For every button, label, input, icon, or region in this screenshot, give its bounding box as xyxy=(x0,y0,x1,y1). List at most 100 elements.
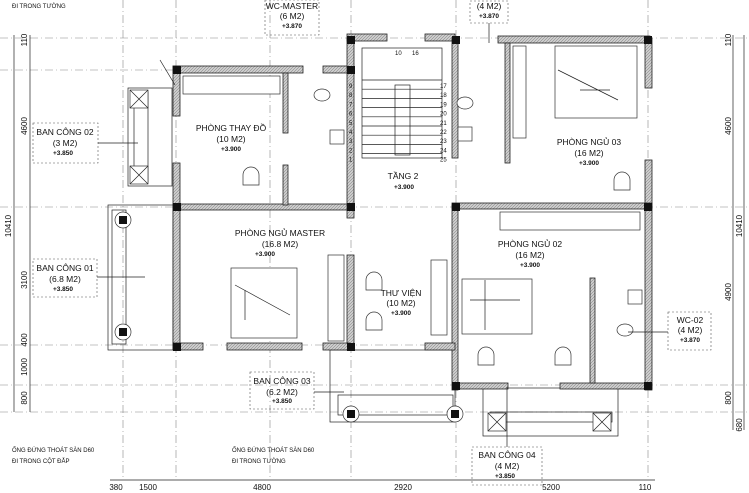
svg-text:(6.8 M2): (6.8 M2) xyxy=(49,274,81,284)
label-ban-cong-02: BAN CÔNG 02 (3 M2) +3.850 xyxy=(36,127,93,157)
svg-text:ĐI TRONG CỘT ĐẮP: ĐI TRONG CỘT ĐẮP xyxy=(12,457,69,465)
stair-step-number: 23 xyxy=(440,139,447,145)
dimension-lines xyxy=(13,35,745,481)
stair-step-number: 3 xyxy=(349,139,353,145)
annotation-boxes xyxy=(32,0,712,486)
stair-label: 16 xyxy=(412,51,419,57)
label-ban-cong-03: BAN CÔNG 03 (6.2 M2) +3.850 xyxy=(253,376,310,405)
label-ban-cong-04: BAN CÔNG 04 (4 M2) +3.850 xyxy=(478,450,535,480)
svg-text:ỐNG ĐỨNG THOÁT SÀN D60: ỐNG ĐỨNG THOÁT SÀN D60 xyxy=(232,447,315,454)
top-note: ĐI TRONG TƯỜNG xyxy=(12,3,66,10)
stair-step-number: 5 xyxy=(349,121,353,127)
stair-step-number: 22 xyxy=(440,130,447,136)
svg-text:+3.900: +3.900 xyxy=(221,146,241,153)
svg-text:680: 680 xyxy=(735,418,744,432)
balcony-outlines xyxy=(107,87,619,437)
label-phong-ngu-03: PHÒNG NGỦ 03 (16 M2) +3.900 xyxy=(557,136,622,167)
svg-text:(16 M2): (16 M2) xyxy=(515,250,544,260)
svg-text:(10 M2): (10 M2) xyxy=(216,134,245,144)
svg-text:(16 M2): (16 M2) xyxy=(574,148,603,158)
svg-text:400: 400 xyxy=(20,333,29,347)
dimensions-left: 110 4600 10410 3100 400 1000 800 xyxy=(4,33,29,405)
label-phong-ngu-master: PHÒNG NGỦ MASTER (16.8 M2) +3.900 xyxy=(235,227,325,258)
svg-text:PHÒNG NGỦ 03: PHÒNG NGỦ 03 xyxy=(557,136,622,147)
svg-text:380: 380 xyxy=(109,483,123,492)
svg-text:+3.900: +3.900 xyxy=(255,251,275,258)
svg-text:800: 800 xyxy=(724,391,733,405)
note-pipe-left: ỐNG ĐỨNG THOÁT SÀN D60 ĐI TRONG CỘT ĐẮP xyxy=(12,447,95,465)
svg-text:BAN CÔNG 04: BAN CÔNG 04 xyxy=(478,450,535,460)
svg-text:5200: 5200 xyxy=(542,483,560,492)
svg-text:+3.870: +3.870 xyxy=(680,337,700,344)
stair-step-number: 24 xyxy=(440,148,447,154)
stair-step-number: 2 xyxy=(349,148,353,154)
svg-text:+3.850: +3.850 xyxy=(272,398,292,405)
svg-text:WC-MASTER: WC-MASTER xyxy=(266,1,318,11)
svg-text:3100: 3100 xyxy=(20,271,29,289)
svg-text:+3.850: +3.850 xyxy=(53,150,73,157)
stair-step-number: 25 xyxy=(440,158,447,164)
svg-text:THƯ VIỆN: THƯ VIỆN xyxy=(381,288,422,298)
svg-text:+3.850: +3.850 xyxy=(53,286,73,293)
label-phong-ngu-02: PHÒNG NGỦ 02 (16 M2) +3.900 xyxy=(498,238,563,269)
label-wc-top-right: (4 M2) +3.870 xyxy=(477,1,502,20)
svg-text:PHÒNG THAY ĐỒ: PHÒNG THAY ĐỒ xyxy=(196,122,267,133)
svg-text:+3.900: +3.900 xyxy=(394,184,414,191)
svg-text:(4 M2): (4 M2) xyxy=(495,461,520,471)
svg-text:4800: 4800 xyxy=(253,483,271,492)
svg-text:(10 M2): (10 M2) xyxy=(386,298,415,308)
stair-label: 10 xyxy=(395,51,402,57)
svg-text:(6.2 M2): (6.2 M2) xyxy=(266,387,298,397)
svg-text:BAN CÔNG 01: BAN CÔNG 01 xyxy=(36,263,93,273)
dimensions-right: 110 4600 10410 4900 800 680 xyxy=(724,33,744,432)
stair-step-number: 8 xyxy=(349,93,353,99)
svg-text:+3.900: +3.900 xyxy=(391,310,411,317)
stair-step-number: 6 xyxy=(349,112,353,118)
svg-text:PHÒNG NGỦ MASTER: PHÒNG NGỦ MASTER xyxy=(235,227,325,238)
svg-text:BAN CÔNG 02: BAN CÔNG 02 xyxy=(36,127,93,137)
svg-text:4600: 4600 xyxy=(20,117,29,135)
stair-step-number: 18 xyxy=(440,93,447,99)
svg-text:ỐNG ĐỨNG THOÁT SÀN D60: ỐNG ĐỨNG THOÁT SÀN D60 xyxy=(12,447,95,454)
svg-text:1500: 1500 xyxy=(139,483,157,492)
svg-text:1000: 1000 xyxy=(20,358,29,376)
svg-text:(16.8 M2): (16.8 M2) xyxy=(262,239,299,249)
svg-text:PHÒNG NGỦ 02: PHÒNG NGỦ 02 xyxy=(498,238,563,249)
svg-text:110: 110 xyxy=(20,33,29,46)
furniture xyxy=(182,45,643,366)
svg-text:10410: 10410 xyxy=(735,214,744,237)
svg-text:(3 M2): (3 M2) xyxy=(53,138,78,148)
svg-text:+3.850: +3.850 xyxy=(495,473,515,480)
stair-step-number: 7 xyxy=(349,102,353,108)
label-wc-master: WC-MASTER (6 M2) +3.870 xyxy=(266,1,318,30)
svg-text:4600: 4600 xyxy=(724,117,733,135)
label-thu-vien: THƯ VIỆN (10 M2) +3.900 xyxy=(381,288,422,317)
svg-text:+3.900: +3.900 xyxy=(579,160,599,167)
svg-text:10410: 10410 xyxy=(4,214,13,237)
note-pipe-center: ỐNG ĐỨNG THOÁT SÀN D60 ĐI TRONG TƯỜNG xyxy=(232,447,315,465)
stair-step-number: 20 xyxy=(440,112,447,118)
svg-text:ĐI TRONG TƯỜNG: ĐI TRONG TƯỜNG xyxy=(232,458,286,465)
svg-text:+3.870: +3.870 xyxy=(479,13,499,20)
svg-text:+3.900: +3.900 xyxy=(520,262,540,269)
columns xyxy=(173,36,652,390)
stair-step-number: 21 xyxy=(440,121,447,127)
svg-text:4900: 4900 xyxy=(724,283,733,301)
stair-step-number: 17 xyxy=(440,84,447,90)
svg-text:800: 800 xyxy=(20,391,29,405)
label-tang-2: TẦNG 2 +3.900 xyxy=(388,171,419,191)
svg-text:(6 M2): (6 M2) xyxy=(280,11,305,21)
label-ban-cong-01: BAN CÔNG 01 (6.8 M2) +3.850 xyxy=(36,263,93,293)
stair-step-number: 9 xyxy=(349,84,353,90)
svg-text:WC-02: WC-02 xyxy=(677,315,704,325)
stair-step-number: 4 xyxy=(349,130,353,136)
svg-text:(4 M2): (4 M2) xyxy=(678,325,703,335)
stair-step-number: 1 xyxy=(349,158,353,164)
svg-text:+3.870: +3.870 xyxy=(282,23,302,30)
svg-text:2920: 2920 xyxy=(394,483,412,492)
svg-text:110: 110 xyxy=(639,483,652,492)
svg-text:110: 110 xyxy=(724,33,733,46)
svg-text:TẦNG 2: TẦNG 2 xyxy=(388,171,419,181)
stair-step-number: 19 xyxy=(440,102,447,108)
